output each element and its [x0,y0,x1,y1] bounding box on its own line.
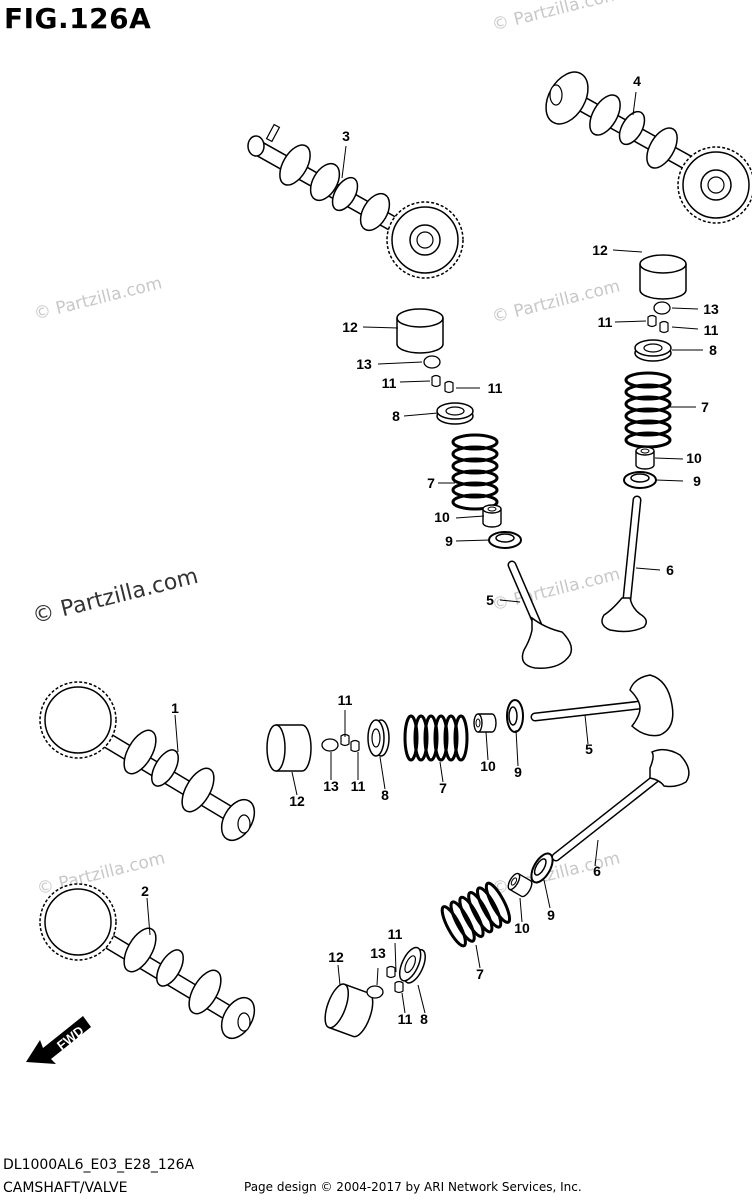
part-label: 13 [356,356,372,372]
part-label: 10 [480,758,496,774]
part-label: 11 [351,778,366,794]
part-label: 9 [514,764,522,780]
part-label: 11 [598,314,613,330]
part-label: 13 [703,301,719,317]
camshaft-2 [39,883,256,1040]
part-label: 1 [171,700,179,716]
valve-assembly-lower [319,748,690,1041]
part-label: 3 [342,128,350,144]
part-label: 12 [592,242,608,258]
part-label: 8 [709,342,717,358]
camshaft-3 [247,123,464,279]
part-number-labels: 1 2 3 4 5 5 6 6 7 7 7 7 8 8 8 8 9 9 9 9 … [141,73,719,1027]
part-label: 8 [420,1011,428,1027]
part-label: 11 [388,926,403,942]
part-label: 12 [342,319,358,335]
leader-lines [146,91,703,1014]
part-label: 12 [289,793,305,809]
part-label: 11 [704,322,719,338]
model-code: DL1000AL6_E03_E28_126A [3,1157,195,1173]
part-label: 13 [370,945,386,961]
part-label: 7 [701,399,709,415]
part-label: 8 [392,408,400,424]
valve-assembly-upper-right [601,254,687,633]
part-label: 9 [547,907,555,923]
part-label: 9 [693,473,701,489]
section-name: CAMSHAFT/VALVE [3,1180,128,1196]
part-label: 5 [486,592,494,608]
camshaft-4 [545,71,752,224]
valve-assembly-middle [266,674,674,772]
figure-title: FIG.126A [4,2,152,35]
part-label: 11 [382,375,397,391]
part-label: 9 [445,533,453,549]
copyright-notice: Page design © 2004-2017 by ARI Network S… [244,1180,582,1194]
part-label: 11 [398,1011,413,1027]
part-label: 7 [476,966,484,982]
part-label: 12 [328,949,344,965]
part-label: 7 [427,475,435,491]
part-label: 10 [514,920,530,936]
part-label: 2 [141,883,149,899]
part-label: 11 [488,380,503,396]
valve-assembly-upper-left [396,308,573,669]
part-label: 4 [633,73,641,89]
part-label: 10 [686,450,702,466]
part-label: 8 [381,787,389,803]
fwd-direction-arrow: FWD [26,1016,91,1064]
camshaft-1 [39,681,256,842]
part-label: 10 [434,509,450,525]
part-label: 5 [585,741,593,757]
part-label: 7 [439,780,447,796]
part-label: 13 [323,778,339,794]
part-label: 6 [593,863,601,879]
part-label: 6 [666,562,674,578]
part-label: 11 [338,692,353,708]
